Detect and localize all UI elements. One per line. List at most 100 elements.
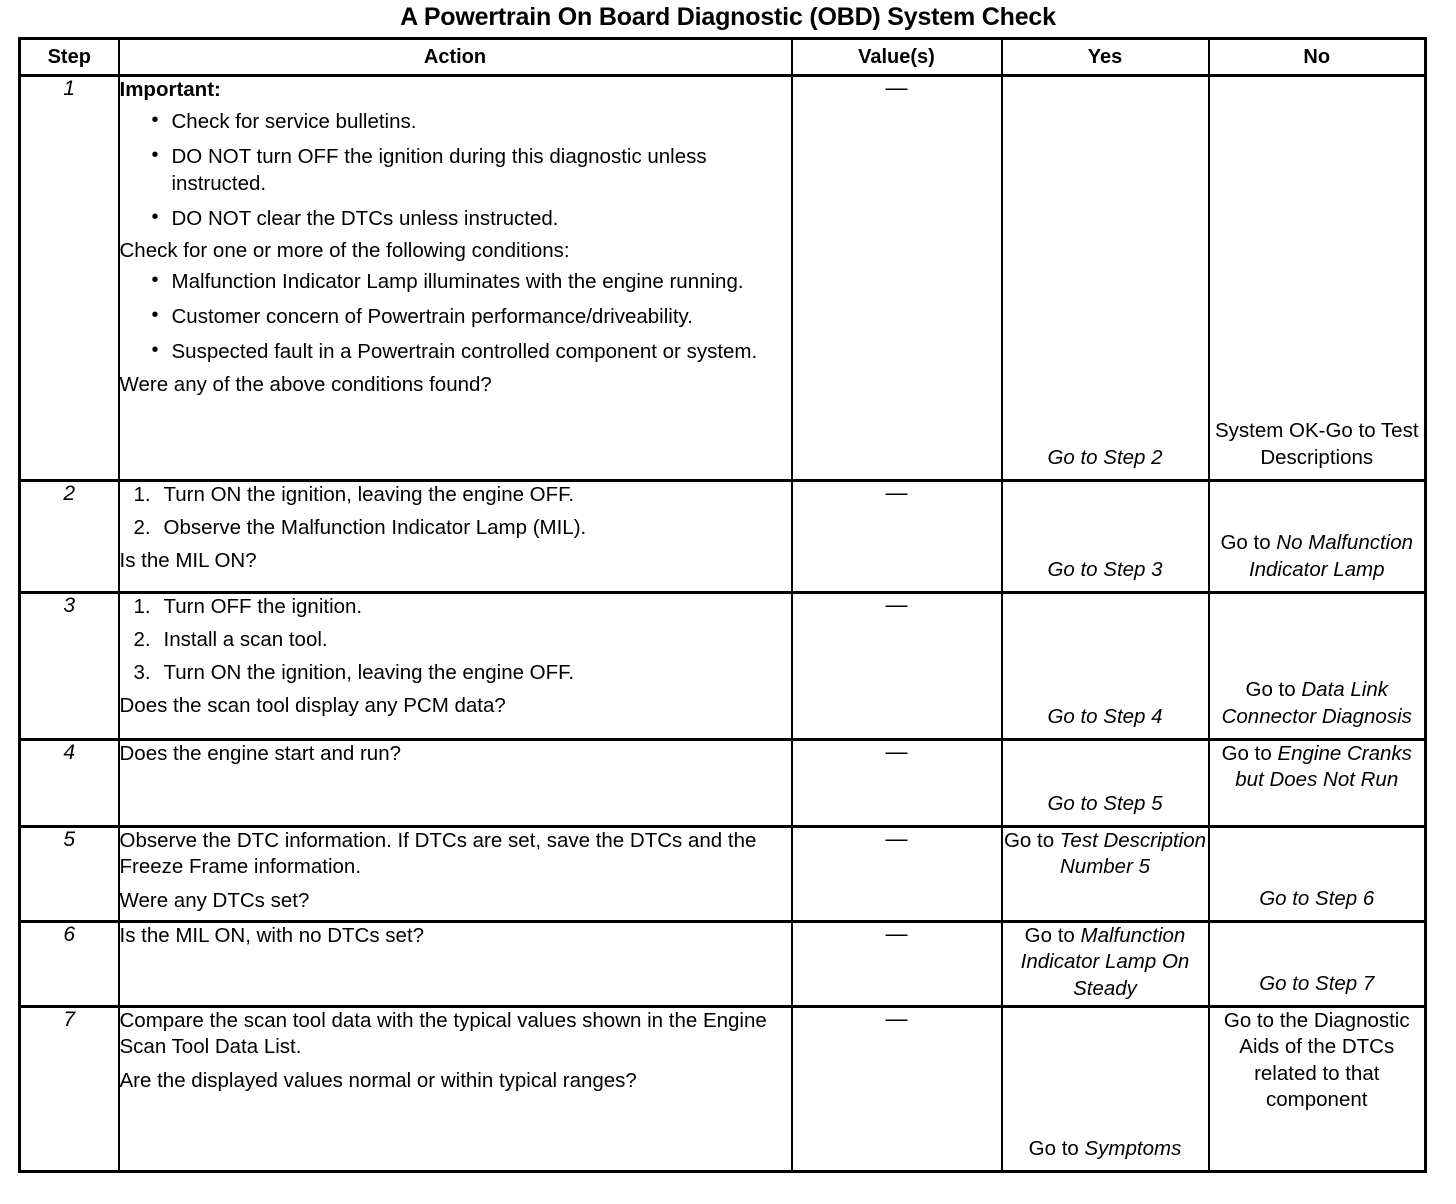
table-body: 1 Important: Check for service bulletins…: [18, 74, 1427, 1172]
action-cell: Observe the DTC information. If DTCs are…: [117, 825, 793, 922]
obd-system-check-table: Step Action Value(s) Yes No 1 Important:…: [18, 36, 1427, 1173]
yes-italic-reference: Go to Step 3: [1047, 557, 1163, 581]
step-number-cell: 6: [18, 920, 120, 1007]
step-number-cell: 2: [18, 479, 120, 593]
column-header-action: Action: [117, 37, 793, 77]
em-dash: —: [885, 479, 908, 505]
column-header-step: Step: [18, 37, 120, 77]
action-cell: Is the MIL ON, with no DTCs set?: [117, 920, 793, 1007]
yes-result-cell: Go to Step 4: [1000, 591, 1210, 740]
no-plain-text: System OK-Go to Test Descriptions: [1214, 419, 1419, 469]
no-italic-reference: Engine Cranks but Does Not Run: [1235, 741, 1412, 792]
list-item: DO NOT turn OFF the ignition during this…: [150, 143, 791, 196]
yes-italic-reference: Test Description Number 5: [1059, 828, 1207, 879]
em-dash: —: [885, 825, 908, 851]
no-plain-text: Go to: [1220, 531, 1277, 555]
value-cell: —: [790, 825, 1003, 922]
no-plain-text: Go to the Diagnostic Aids of the DTCs re…: [1223, 1008, 1410, 1112]
table-header-row: Step Action Value(s) Yes No: [18, 37, 1427, 77]
action-question: Does the scan tool display any PCM data?: [119, 694, 506, 718]
list-item: Check for service bulletins.: [150, 108, 791, 135]
action-paragraph: Compare the scan tool data with the typi…: [119, 1008, 767, 1059]
yes-result-cell: Go to Test Description Number 5: [1000, 825, 1210, 922]
action-question: Are the displayed values normal or withi…: [119, 1068, 637, 1092]
step-number-cell: 7: [18, 1005, 120, 1172]
yes-result-cell: Go to Malfunction Indicator Lamp On Stea…: [1000, 920, 1210, 1007]
yes-italic-reference: Malfunction Indicator Lamp On Steady: [1020, 923, 1190, 1000]
table-row: 2 Turn ON the ignition, leaving the engi…: [18, 479, 1427, 593]
value-cell: —: [790, 479, 1003, 593]
action-lead-important: Important:: [119, 77, 221, 101]
table-row: 7 Compare the scan tool data with the ty…: [18, 1005, 1427, 1172]
list-item: DO NOT clear the DTCs unless instructed.: [150, 205, 791, 232]
yes-plain-text: Go to: [1024, 923, 1081, 947]
action-bullet-list-bottom: Malfunction Indicator Lamp illuminates w…: [120, 268, 791, 366]
action-cell: Turn ON the ignition, leaving the engine…: [117, 479, 793, 593]
no-result-cell: Go to Step 7: [1207, 920, 1427, 1007]
column-header-value: Value(s): [790, 37, 1003, 77]
value-cell: —: [790, 1005, 1003, 1172]
no-result-cell: System OK-Go to Test Descriptions: [1207, 74, 1427, 481]
step-number-cell: 3: [18, 591, 120, 740]
list-item: Customer concern of Powertrain performan…: [150, 303, 791, 330]
no-result-cell: Go to Engine Cranks but Does Not Run: [1207, 738, 1427, 827]
step-number-cell: 4: [18, 738, 120, 827]
yes-italic-reference: Go to Step 5: [1047, 791, 1163, 815]
table-row: 6 Is the MIL ON, with no DTCs set? — Go …: [18, 920, 1427, 1007]
list-item: Turn ON the ignition, leaving the engine…: [134, 482, 575, 508]
yes-italic-reference: Go to Step 2: [1047, 445, 1163, 469]
value-cell: —: [790, 920, 1003, 1007]
page-title: A Powertrain On Board Diagnostic (OBD) S…: [400, 3, 1056, 31]
no-plain-text: Go to: [1221, 741, 1278, 765]
yes-result-cell: Go to Step 3: [1000, 479, 1210, 593]
no-result-cell: Go to Data Link Connector Diagnosis: [1207, 591, 1427, 740]
no-result-cell: Go to the Diagnostic Aids of the DTCs re…: [1207, 1005, 1427, 1172]
no-italic-reference: Data Link Connector Diagnosis: [1221, 678, 1412, 728]
yes-italic-reference: Symptoms: [1084, 1136, 1182, 1160]
no-result-cell: Go to Step 6: [1207, 825, 1427, 922]
action-cell: Important: Check for service bulletins. …: [117, 74, 793, 481]
action-cell: Compare the scan tool data with the typi…: [117, 1005, 793, 1172]
list-item: Install a scan tool.: [134, 627, 328, 653]
table-row: 1 Important: Check for service bulletins…: [18, 74, 1427, 481]
action-cell: Turn OFF the ignition. Install a scan to…: [117, 591, 793, 740]
table-row: 4 Does the engine start and run? — Go to…: [18, 738, 1427, 827]
no-italic-reference: No Malfunction Indicator Lamp: [1248, 531, 1414, 581]
action-paragraph: Observe the DTC information. If DTCs are…: [119, 828, 757, 879]
action-question: Were any of the above conditions found?: [119, 373, 492, 397]
table-row: 3 Turn OFF the ignition. Install a scan …: [18, 591, 1427, 740]
em-dash: —: [885, 920, 908, 946]
action-cell: Does the engine start and run?: [117, 738, 793, 827]
action-question: Were any DTCs set?: [119, 888, 310, 912]
no-italic-reference: Go to Step 7: [1259, 971, 1375, 995]
yes-result-cell: Go to Step 2: [1000, 74, 1210, 481]
list-item: Suspected fault in a Powertrain controll…: [150, 338, 791, 365]
value-cell: —: [790, 74, 1003, 481]
action-numbered-list: Turn ON the ignition, leaving the engine…: [120, 482, 791, 542]
em-dash: —: [885, 1005, 908, 1031]
yes-plain-text: Go to: [1028, 1136, 1085, 1160]
value-cell: —: [790, 738, 1003, 827]
list-item: Malfunction Indicator Lamp illuminates w…: [150, 268, 791, 295]
no-plain-text: Go to: [1245, 678, 1302, 702]
em-dash: —: [885, 74, 908, 100]
yes-result-cell: Go to Symptoms: [1000, 1005, 1210, 1172]
table-header: Step Action Value(s) Yes No: [18, 37, 1427, 77]
column-header-no: No: [1207, 37, 1427, 77]
action-question: Is the MIL ON, with no DTCs set?: [119, 923, 425, 947]
yes-result-cell: Go to Step 5: [1000, 738, 1210, 827]
em-dash: —: [885, 738, 908, 764]
action-bullet-list-top: Check for service bulletins. DO NOT turn…: [120, 108, 791, 232]
column-header-yes: Yes: [1000, 37, 1210, 77]
action-numbered-list: Turn OFF the ignition. Install a scan to…: [120, 594, 791, 687]
list-item: Observe the Malfunction Indicator Lamp (…: [134, 515, 587, 541]
action-question: Is the MIL ON?: [119, 548, 257, 572]
action-mid-text: Check for one or more of the following c…: [119, 239, 570, 263]
no-result-cell: Go to No Malfunction Indicator Lamp: [1207, 479, 1427, 593]
yes-plain-text: Go to: [1003, 828, 1060, 852]
step-number-cell: 1: [18, 74, 120, 481]
no-italic-reference: Go to Step 6: [1259, 886, 1375, 910]
value-cell: —: [790, 591, 1003, 740]
list-item: Turn OFF the ignition.: [134, 594, 363, 620]
